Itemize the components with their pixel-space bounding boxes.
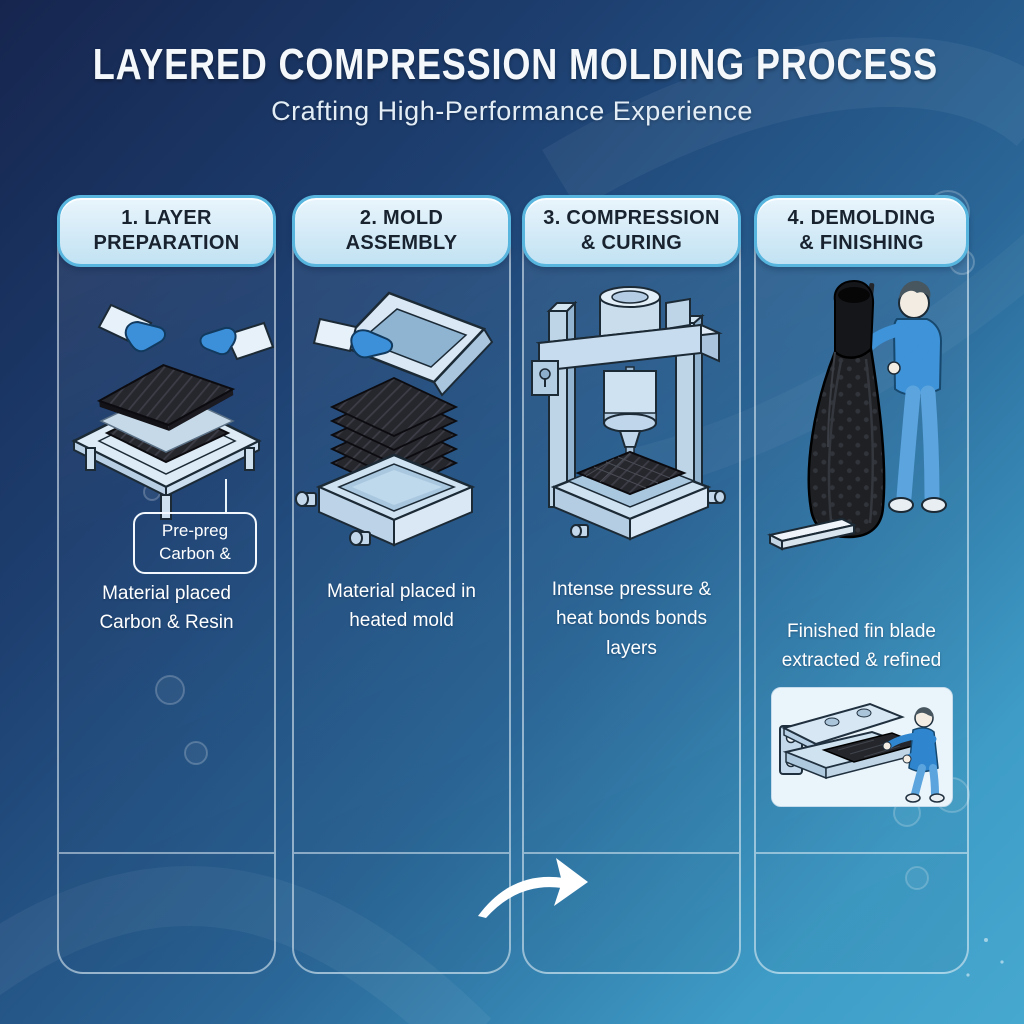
worker-extracting-plate-from-mold-icon	[772, 688, 952, 806]
step-header-label-3: 3. COMPRESSION & CURING	[543, 207, 720, 254]
step-caption-1: Material placed Carbon & Resin	[99, 583, 234, 634]
step-caption-4: Finished fin blade extracted & refined	[781, 621, 942, 672]
column-divider	[524, 852, 739, 854]
column-divider	[756, 852, 967, 854]
step-caption-3: Intense pressure & heat bonds bonds laye…	[551, 579, 712, 659]
step-card-layer-preparation: 1. LAYER PREPARATION	[57, 195, 276, 974]
open-mold-with-carbon-stack-icon	[295, 291, 494, 547]
page-title: LAYERED COMPRESSION MOLDING PROCESS	[92, 40, 939, 89]
step-header-label-4: 4. DEMOLDING & FINISHING	[787, 207, 936, 254]
gloved-hands-stacking-carbon-sheets-icon	[71, 303, 274, 520]
step-header-pill-1: 1. LAYER PREPARATION	[57, 195, 276, 267]
step-card-mold-assembly: 2. MOLD ASSEMBLY	[292, 195, 511, 974]
column-divider	[59, 852, 274, 854]
step-card-compression-curing: 3. COMPRESSION & CURING	[522, 195, 741, 974]
column-divider	[294, 852, 509, 854]
prepreg-callout: Pre-preg Carbon &	[133, 512, 257, 574]
step-header-pill-4: 4. DEMOLDING & FINISHING	[754, 195, 969, 267]
step-header-pill-3: 3. COMPRESSION & CURING	[522, 195, 741, 267]
step-header-label-2: 2. MOLD ASSEMBLY	[345, 207, 458, 254]
curved-right-arrow-icon	[478, 858, 588, 918]
step-caption-2: Material placed in heated mold	[327, 581, 476, 632]
demolding-inset-card	[771, 687, 953, 807]
step-header-label-1: 1. LAYER PREPARATION	[93, 207, 240, 254]
step-card-demolding-finishing: 4. DEMOLDING & FINISHING	[754, 195, 969, 974]
page-subtitle: Crafting High-Performance Experience	[271, 96, 753, 126]
hydraulic-press-icon	[531, 286, 726, 541]
callout-connector-line	[225, 479, 227, 512]
step-header-pill-2: 2. MOLD ASSEMBLY	[292, 195, 511, 267]
worker-holding-finished-fin-icon	[767, 279, 947, 551]
